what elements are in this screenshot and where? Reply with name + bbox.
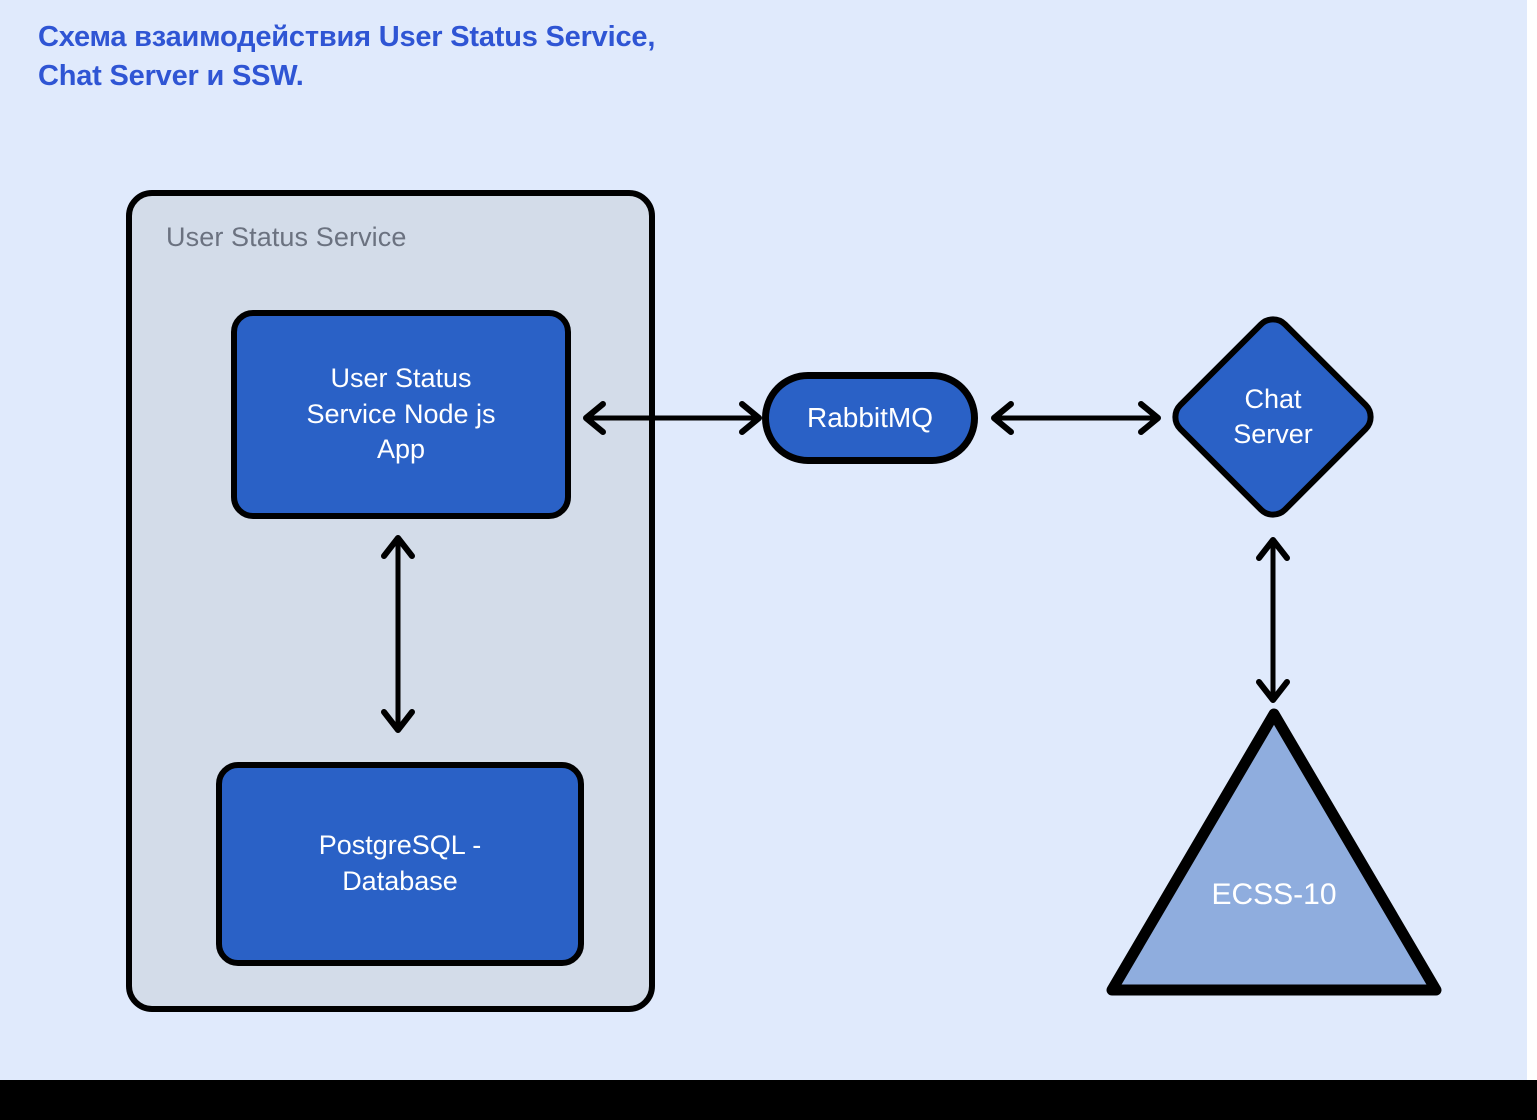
connector-rabbitmq-to-chat-server[interactable] [982, 395, 1170, 441]
node-rabbitmq[interactable]: RabbitMQ [762, 372, 978, 464]
group-label-user-status-service: User Status Service [166, 222, 407, 252]
node-ecss10[interactable]: ECSS-10 [1100, 700, 1448, 1010]
bottom-bar [0, 1080, 1537, 1120]
right-gutter [1527, 0, 1537, 1080]
node-ecss10-label: ECSS-10 [1211, 878, 1337, 911]
node-postgresql-database[interactable]: PostgreSQL - Database [216, 762, 584, 966]
connector-app-to-postgresql[interactable] [375, 528, 421, 740]
triangle-shape [1106, 708, 1442, 996]
node-chat-server-label: Chat Server [1233, 383, 1313, 449]
node-user-status-service-app[interactable]: User Status Service Node js App [231, 310, 571, 519]
node-chat-server[interactable]: Chat Server [1164, 308, 1382, 526]
connector-app-to-rabbitmq[interactable] [575, 395, 770, 441]
page-title: Схема взаимодействия User Status Service… [38, 21, 656, 92]
connector-chat-server-to-ecss10[interactable] [1250, 530, 1296, 710]
